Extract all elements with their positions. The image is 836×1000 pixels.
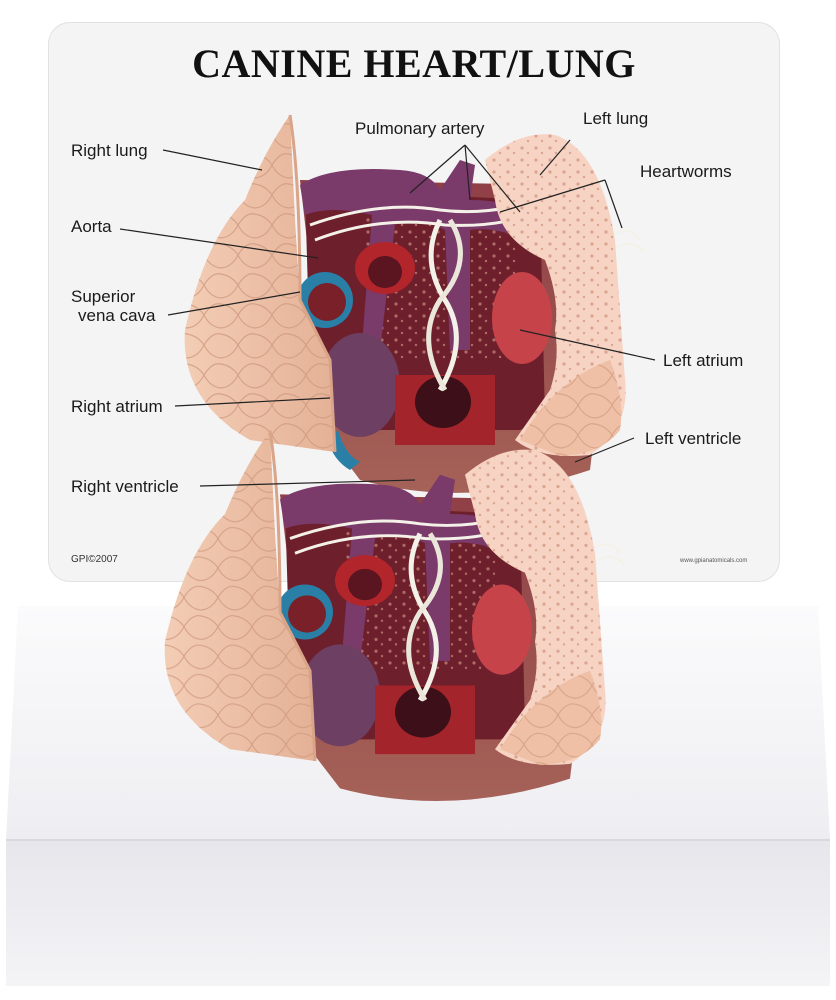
lower-model: [164, 430, 626, 801]
label-heartworms: Heartworms: [640, 162, 732, 181]
label-aorta: Aorta: [71, 217, 112, 236]
copyright-text: GPI©2007: [71, 554, 118, 565]
website-text: www.gpianatomicals.com: [680, 558, 748, 564]
label-left-ventricle: Left ventricle: [645, 429, 742, 448]
label-right-atrium: Right atrium: [71, 397, 163, 416]
label-left-lung: Left lung: [583, 109, 649, 128]
upper-model: [184, 114, 646, 493]
label-superior-vena-cava-line1: Superior: [71, 287, 136, 306]
leader-lines: [119, 139, 656, 487]
label-right-ventricle: Right ventricle: [71, 477, 179, 496]
card-title: CANINE HEART/LUNG: [192, 41, 636, 86]
label-left-atrium: Left atrium: [663, 351, 744, 370]
label-pulmonary-artery: Pulmonary artery: [355, 119, 485, 138]
label-superior-vena-cava-line2: vena cava: [78, 306, 156, 325]
label-right-lung: Right lung: [71, 141, 148, 160]
